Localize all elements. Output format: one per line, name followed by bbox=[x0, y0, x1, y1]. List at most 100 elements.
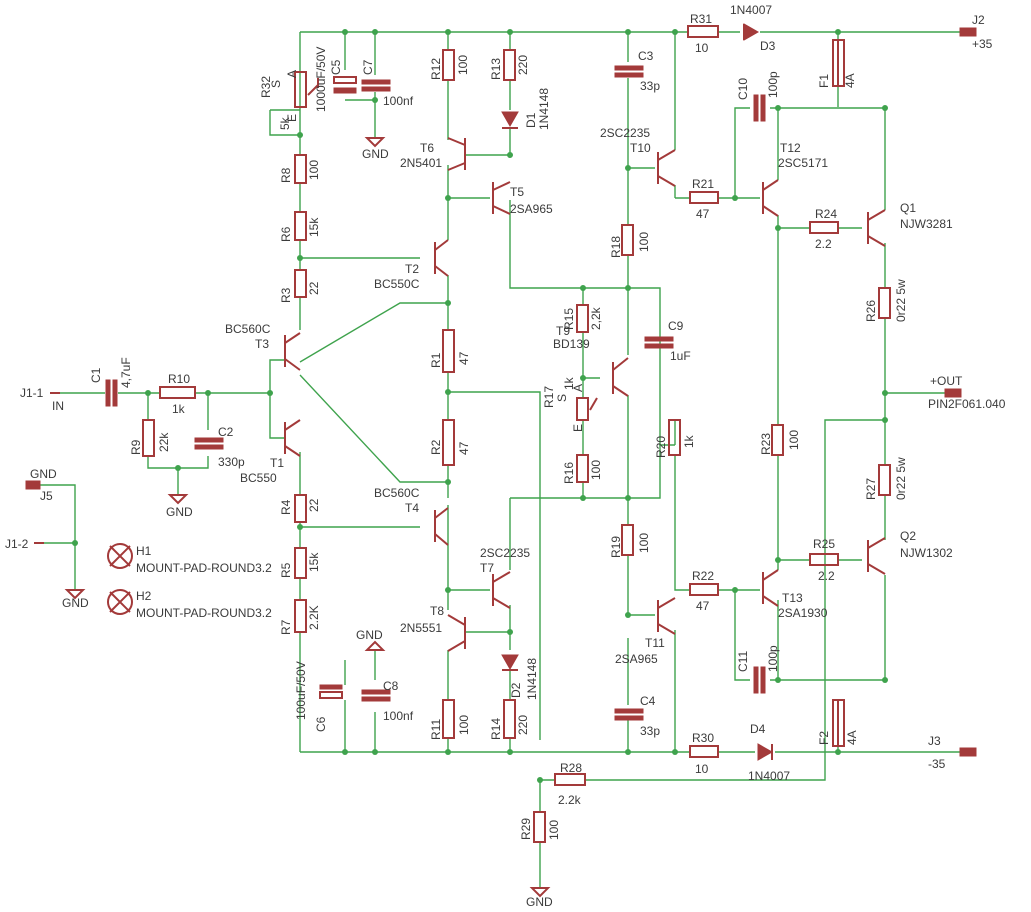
value-R17: 1k bbox=[562, 376, 576, 390]
value-R27: 0r22 5w bbox=[894, 457, 908, 500]
capacitors bbox=[105, 65, 766, 721]
label-J3: J3 bbox=[928, 734, 941, 748]
value-T10: 2SC2235 bbox=[600, 126, 650, 140]
label-J1-1: J1-1 bbox=[20, 386, 44, 400]
label-R4: R4 bbox=[279, 499, 293, 515]
label-T3: T3 bbox=[255, 337, 269, 351]
label-H1: H1 bbox=[136, 544, 152, 558]
label-R1: R1 bbox=[429, 352, 443, 368]
value-OUT: PIN2F061.040 bbox=[928, 397, 1006, 411]
label-T9: T9 bbox=[556, 324, 570, 338]
value-R3: 22 bbox=[307, 281, 321, 295]
value-T8: 2N5551 bbox=[400, 621, 442, 635]
value-Q2: NJW1302 bbox=[900, 546, 953, 560]
value-D3: 1N4007 bbox=[730, 3, 772, 17]
label-J1-2: J1-2 bbox=[5, 537, 29, 551]
pot-R32-s: S bbox=[269, 80, 283, 88]
label-OUT: +OUT bbox=[930, 374, 963, 388]
label-F1: F1 bbox=[817, 74, 831, 88]
value-D2: 1N4148 bbox=[525, 658, 539, 700]
value-R13: 220 bbox=[516, 55, 530, 75]
value-R28: 2.2k bbox=[558, 793, 582, 807]
value-R31: 10 bbox=[695, 41, 709, 55]
value-J5: GND bbox=[30, 467, 57, 481]
label-T1: T1 bbox=[270, 456, 284, 470]
label-D2: D2 bbox=[509, 682, 523, 698]
value-F2: 4A bbox=[845, 730, 859, 745]
value-R5: 15k bbox=[307, 552, 321, 572]
label-R25: R25 bbox=[813, 537, 835, 551]
value-R11: 100 bbox=[457, 715, 471, 735]
gnd-label-2: GND bbox=[166, 505, 193, 519]
label-R12: R12 bbox=[429, 58, 443, 80]
value-T1: BC550 bbox=[240, 471, 277, 485]
label-C5: C5 bbox=[329, 59, 343, 75]
label-R3: R3 bbox=[279, 287, 293, 303]
pot-R17-e: E bbox=[571, 424, 585, 432]
label-T4: T4 bbox=[405, 501, 419, 515]
label-R16: R16 bbox=[562, 462, 576, 484]
gnd-symbols bbox=[64, 137, 551, 898]
label-R18: R18 bbox=[609, 236, 623, 258]
resistors-horizontal bbox=[159, 25, 839, 786]
label-R27: R27 bbox=[864, 478, 878, 500]
pot-R17-a: A bbox=[571, 384, 585, 392]
gnd-label-1: GND bbox=[362, 147, 389, 161]
label-R22: R22 bbox=[692, 569, 714, 583]
value-D4: 1N4007 bbox=[748, 769, 790, 783]
value-R19: 100 bbox=[637, 533, 651, 553]
value-C10: 100p bbox=[766, 71, 780, 98]
value-R29: 100 bbox=[547, 820, 561, 840]
value-J2: +35 bbox=[972, 37, 993, 51]
label-C1: C1 bbox=[89, 367, 103, 383]
value-J1-1: IN bbox=[52, 399, 64, 413]
label-R21: R21 bbox=[692, 177, 714, 191]
label-R29: R29 bbox=[519, 818, 533, 840]
label-R10: R10 bbox=[168, 372, 190, 386]
transistors bbox=[284, 137, 886, 652]
label-T13: T13 bbox=[782, 591, 803, 605]
value-C5: 1000uF/50V bbox=[314, 47, 328, 112]
value-R16: 100 bbox=[589, 460, 603, 480]
value-R9: 22k bbox=[157, 432, 171, 452]
label-Q2: Q2 bbox=[900, 529, 916, 543]
value-T5: 2SA965 bbox=[510, 202, 553, 216]
value-F1: 4A bbox=[843, 73, 857, 88]
label-C8: C8 bbox=[383, 679, 399, 693]
value-R32: 5k bbox=[278, 116, 292, 130]
value-C4: 33p bbox=[640, 724, 660, 738]
value-C11: 100p bbox=[766, 645, 780, 672]
label-R2: R2 bbox=[429, 439, 443, 455]
value-C9: 1uF bbox=[670, 349, 691, 363]
diodes bbox=[501, 23, 774, 761]
label-C4: C4 bbox=[640, 694, 656, 708]
value-R10: 1k bbox=[172, 402, 186, 416]
label-C10: C10 bbox=[736, 78, 750, 100]
label-R24: R24 bbox=[815, 207, 837, 221]
value-J3: -35 bbox=[928, 757, 946, 771]
pot-R17-s: S bbox=[555, 394, 569, 402]
value-H2: MOUNT-PAD-ROUND3.2 bbox=[136, 606, 272, 620]
value-R18: 100 bbox=[637, 232, 651, 252]
label-R17: R17 bbox=[542, 386, 556, 408]
gnd-label-5: GND bbox=[526, 895, 553, 909]
value-D1: 1N4148 bbox=[537, 88, 551, 130]
label-T10: T10 bbox=[630, 141, 651, 155]
label-R31: R31 bbox=[690, 12, 712, 26]
label-C11: C11 bbox=[736, 651, 750, 672]
value-C7: 100nf bbox=[383, 94, 414, 108]
label-D3: D3 bbox=[760, 39, 776, 53]
value-T12: 2SC5171 bbox=[778, 156, 828, 170]
value-T2: BC550C bbox=[374, 277, 420, 291]
label-T5: T5 bbox=[510, 185, 524, 199]
resistors-vertical bbox=[142, 39, 891, 843]
value-R26: 0r22 5w bbox=[894, 279, 908, 322]
value-H1: MOUNT-PAD-ROUND3.2 bbox=[136, 561, 272, 575]
label-R23: R23 bbox=[759, 433, 773, 455]
label-R28: R28 bbox=[560, 761, 582, 775]
label-R14: R14 bbox=[489, 718, 503, 740]
value-R12: 100 bbox=[456, 55, 470, 75]
label-C6: C6 bbox=[314, 716, 328, 732]
value-R4: 22 bbox=[307, 498, 321, 512]
